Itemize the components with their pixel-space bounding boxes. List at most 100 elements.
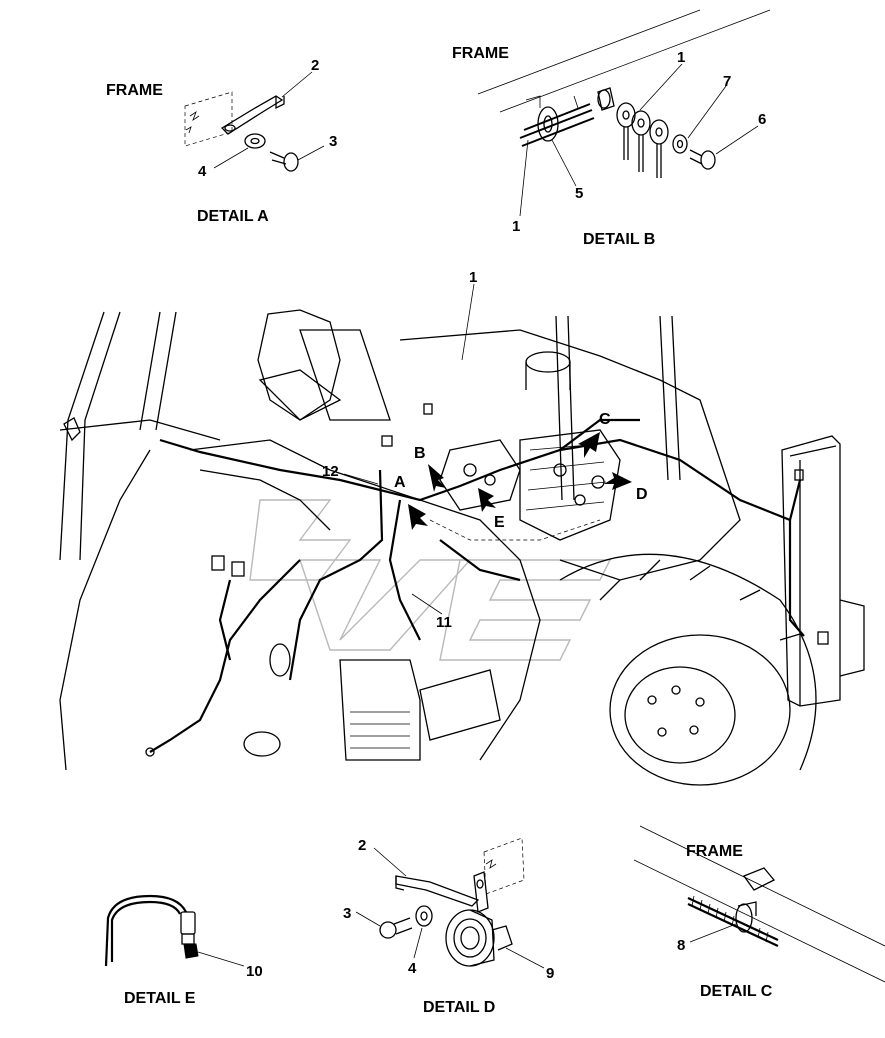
callout-1: 1 — [512, 218, 520, 235]
detail-b-frame-label: FRAME — [452, 45, 509, 62]
pointer-arrow-d — [604, 472, 632, 490]
callout-9: 9 — [546, 965, 554, 982]
ring-terminal — [631, 110, 651, 172]
leader-line — [197, 951, 245, 967]
marker-d: D — [636, 486, 648, 503]
filler-neck — [525, 362, 571, 390]
horn — [445, 909, 513, 967]
mounting-bracket — [220, 95, 285, 135]
marker-a: A — [394, 474, 406, 491]
frame-break-mark — [185, 110, 200, 134]
clip — [63, 417, 81, 442]
connector — [211, 555, 225, 571]
callout-6: 6 — [758, 111, 766, 128]
detail-a-title: DETAIL A — [197, 208, 269, 225]
sensor-cable — [104, 894, 187, 967]
pointer-arrow-a — [408, 504, 428, 530]
detail-a-frame-label: FRAME — [106, 82, 163, 99]
ring-terminal — [616, 102, 636, 160]
leader-line — [297, 145, 325, 161]
harness-clip — [687, 895, 779, 947]
detail-e: 10 DETAIL E — [104, 894, 263, 1007]
callout-10: 10 — [246, 963, 263, 980]
frame-edge — [499, 9, 771, 113]
clip-block — [742, 867, 776, 891]
leader-line — [519, 139, 529, 217]
pointer-arrow-b — [428, 464, 446, 492]
armrest — [258, 369, 342, 421]
body-contour — [189, 439, 541, 761]
washer — [415, 905, 433, 927]
detail-b: FRAME — [452, 9, 771, 248]
leader-line — [213, 147, 249, 169]
step-edge — [199, 469, 331, 531]
detail-d: 2 3 4 9 DETAIL D — [343, 837, 554, 1016]
callout-8: 8 — [677, 937, 685, 954]
seat-back — [257, 309, 341, 421]
callout-3: 3 — [329, 133, 337, 150]
detail-c: FRAME 8 DETAIL C — [633, 825, 885, 1000]
spacer — [597, 87, 615, 111]
leader-line — [551, 139, 577, 187]
leader-line — [373, 847, 407, 877]
callout-4: 4 — [408, 960, 417, 977]
detail-a: FRAME 2 3 4 DETAIL A — [106, 57, 337, 225]
marker-b: B — [414, 445, 426, 462]
leader-line — [355, 911, 381, 927]
cab-pillar — [555, 315, 575, 501]
pedal-base — [243, 731, 281, 757]
stabilizer-column — [781, 435, 865, 707]
detail-d-title: DETAIL D — [423, 999, 495, 1016]
filler-cap — [525, 351, 571, 373]
cab-rail — [59, 419, 221, 441]
frame-edge — [477, 9, 701, 95]
seat-console — [299, 329, 391, 421]
machine-main-view: 1 12 11 A B C D E — [59, 269, 865, 786]
step-panel — [339, 659, 421, 761]
detail-e-title: DETAIL E — [124, 990, 196, 1007]
connector — [423, 403, 433, 415]
callout-11: 11 — [436, 614, 452, 631]
leader-line — [715, 125, 759, 155]
callout-12: 12 — [322, 463, 339, 480]
leader-line — [413, 927, 423, 959]
frame-plate — [483, 837, 525, 895]
sensor-body — [180, 911, 196, 935]
detail-c-frame-label: FRAME — [686, 843, 743, 860]
connector — [231, 561, 245, 577]
callout-2: 2 — [311, 57, 319, 74]
cab-floor-edge — [59, 449, 151, 771]
leader-line — [639, 63, 683, 111]
pointer-arrow-e — [478, 488, 496, 512]
cab-pillar — [659, 315, 681, 481]
sensor-boot — [181, 933, 195, 945]
bolt — [689, 149, 716, 170]
callout-2: 2 — [358, 837, 366, 854]
relay-cluster — [439, 429, 621, 541]
marker-e: E — [494, 514, 505, 531]
leader-line — [505, 947, 545, 969]
callout-7: 7 — [723, 73, 731, 90]
sensor-cable — [110, 900, 181, 962]
leader-line — [411, 593, 443, 615]
wiring-harness — [145, 403, 805, 757]
cab-pillar — [139, 311, 177, 431]
bolt — [379, 917, 413, 939]
callout-5: 5 — [575, 185, 583, 202]
callout-3: 3 — [343, 905, 351, 922]
leader-line — [689, 923, 737, 943]
detail-c-title: DETAIL C — [700, 983, 773, 1000]
cab-pillar — [59, 311, 121, 561]
pointer-arrow-c — [578, 432, 600, 458]
leader-line — [343, 473, 379, 485]
mounting-bracket — [395, 871, 489, 913]
callout-1: 1 — [677, 49, 685, 66]
callout-4: 4 — [198, 163, 207, 180]
frame-plate — [184, 91, 233, 147]
leader-line — [687, 85, 727, 139]
rear-tire — [559, 553, 817, 786]
lock-washer — [672, 134, 688, 154]
callout-1: 1 — [469, 269, 477, 286]
